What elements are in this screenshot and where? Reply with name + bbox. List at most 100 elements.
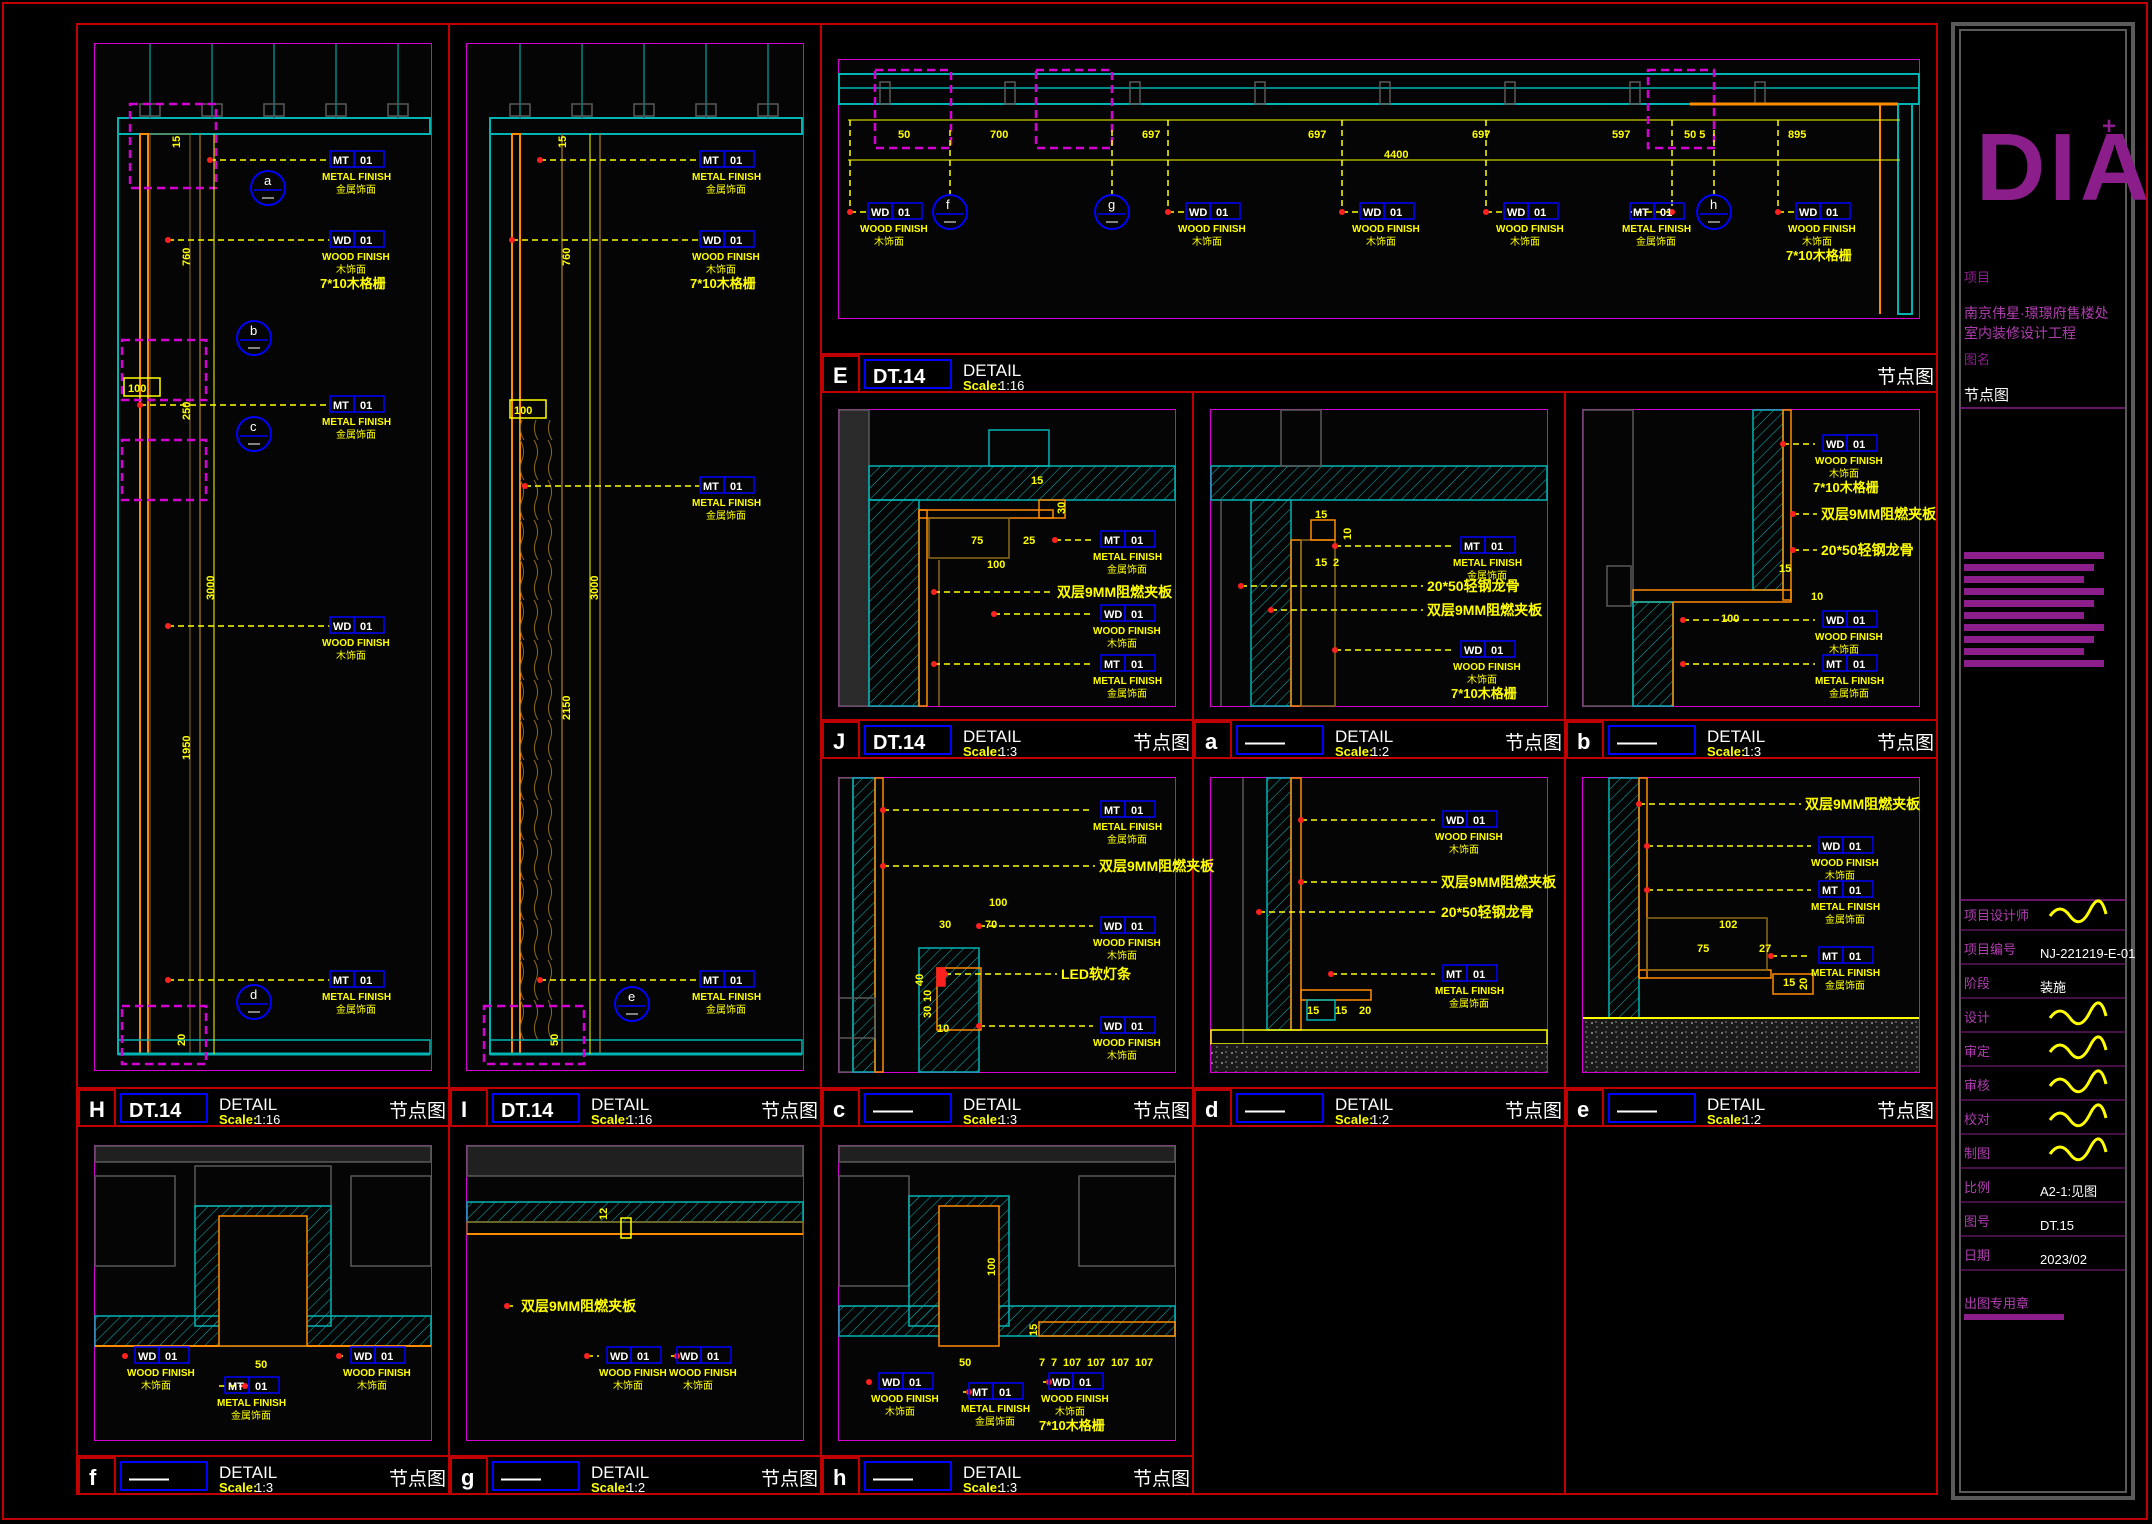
dimension-label: 7: [1075, 1357, 1081, 1369]
leader-dot: [942, 971, 948, 977]
tag-num: 01: [730, 235, 742, 247]
concrete-slab: [1583, 1018, 1919, 1072]
note-c-3-text: LED软灯条: [1061, 966, 1132, 982]
dimension-label: 15: [1031, 475, 1043, 487]
caption-scale: 1:3: [1743, 744, 1761, 759]
tag-code: WD: [1104, 609, 1122, 621]
tag-en: METAL FINISH: [692, 172, 761, 183]
tag-en: WOOD FINISH: [343, 1368, 411, 1379]
dimension-label: 100: [989, 897, 1007, 909]
tag-num-box: [700, 1346, 732, 1364]
caption-scale: 1:3: [999, 1112, 1017, 1127]
leader-dot: [931, 661, 937, 667]
leader-dot: [1165, 209, 1171, 215]
panel-bg: [467, 44, 803, 1070]
leader-dot: [1680, 617, 1686, 623]
tag-num-box: [1124, 800, 1156, 818]
track: [1280, 409, 1322, 467]
dimension-label: 697: [1308, 129, 1326, 141]
caption-letter: b: [1577, 729, 1590, 754]
slab: [838, 1145, 1176, 1163]
tag-code: MT: [333, 975, 349, 987]
wall-core: [1582, 409, 1634, 707]
wall-layers: [1266, 777, 1292, 1031]
leader-dot: [1790, 511, 1796, 517]
tag-cn: 金属饰面: [975, 1415, 1015, 1428]
dimension-label: 7: [1039, 1357, 1045, 1369]
caption-scale: 1:16: [999, 378, 1024, 393]
tag-en: METAL FINISH: [322, 417, 391, 428]
caption-letter: J: [833, 729, 845, 754]
column-layers: [1752, 409, 1784, 591]
dim-box: [123, 377, 161, 397]
caption-cn: 节点图: [1133, 732, 1190, 754]
caption-cn: 节点图: [1133, 1100, 1190, 1122]
tag-num-box: [992, 1382, 1024, 1400]
bubble-E-f-circle: [932, 194, 968, 230]
concrete-slab: [1211, 1044, 1547, 1072]
caption-ref: ——: [1617, 732, 1657, 754]
leader-dot: [1332, 647, 1338, 653]
dimension-label: 30: [939, 919, 951, 931]
leader-dot: [1775, 209, 1781, 215]
caption-scale: 1:16: [255, 1112, 280, 1127]
bubble-H-d-label: d: [250, 987, 257, 1002]
tag-cn: 金属饰面: [706, 1003, 746, 1016]
tag-num: 01: [1491, 541, 1503, 553]
tag-num-box: [1842, 836, 1874, 854]
tag-en: METAL FINISH: [961, 1404, 1030, 1415]
leader-dot: [1298, 879, 1304, 885]
caption-ref-box: [864, 1461, 952, 1491]
dimension-label: 30: [922, 1006, 934, 1018]
tag-code: WD: [354, 1351, 372, 1363]
metal-finish: [1782, 409, 1792, 601]
tag-cn: 木饰面: [613, 1379, 643, 1392]
leader-dot: [931, 589, 937, 595]
caption-scale-label: Scale:: [219, 1112, 257, 1127]
note-bar: [1964, 552, 2104, 559]
tag-num-box: [630, 1346, 662, 1364]
tag-en: METAL FINISH: [1811, 902, 1880, 913]
tag-cn: 金属饰面: [706, 509, 746, 522]
dimension-label: 4400: [1384, 149, 1408, 161]
dimension-label: 25: [1023, 535, 1035, 547]
bubble-E-h-circle: [1696, 194, 1732, 230]
caption-letter-box: [450, 1089, 488, 1127]
leader-dot: [1268, 607, 1274, 613]
tag-num: 01: [1853, 439, 1865, 451]
dimension-label: 50: [549, 1034, 561, 1046]
tag-extra: 7*10木格栅: [1786, 248, 1852, 263]
shape: [838, 409, 870, 707]
tag-code: MT: [703, 975, 719, 987]
joint: [620, 1217, 632, 1239]
bubble-H-c-circle: [236, 416, 272, 452]
tag-en: WOOD FINISH: [127, 1368, 195, 1379]
block: [1606, 565, 1632, 607]
tag-en: METAL FINISH: [692, 498, 761, 509]
leader-dot: [165, 623, 171, 629]
caption-ref-box: [120, 1093, 208, 1123]
bubble-E-g-label: g: [1108, 197, 1115, 212]
caption-scale: 1:2: [1371, 744, 1389, 759]
caption-cn: 节点图: [1505, 732, 1562, 754]
stamp-bar: [1964, 1314, 2064, 1320]
trim: [1038, 499, 1066, 519]
note-b-1-text: 双层9MM阻燃夹板: [1821, 506, 1937, 522]
drawing-name-label: 图名: [1964, 352, 1990, 367]
caption-ref-box: [864, 1093, 952, 1123]
signature-6: [2048, 1103, 2108, 1128]
leader-dot: [880, 807, 886, 813]
leader-dot: [1332, 543, 1338, 549]
tag-num-box: [1124, 916, 1156, 934]
note-bar: [1964, 660, 2104, 667]
tag-code: MT: [1104, 805, 1120, 817]
tag-cn: 木饰面: [874, 235, 904, 248]
tag-cn: 木饰面: [1107, 1049, 1137, 1062]
